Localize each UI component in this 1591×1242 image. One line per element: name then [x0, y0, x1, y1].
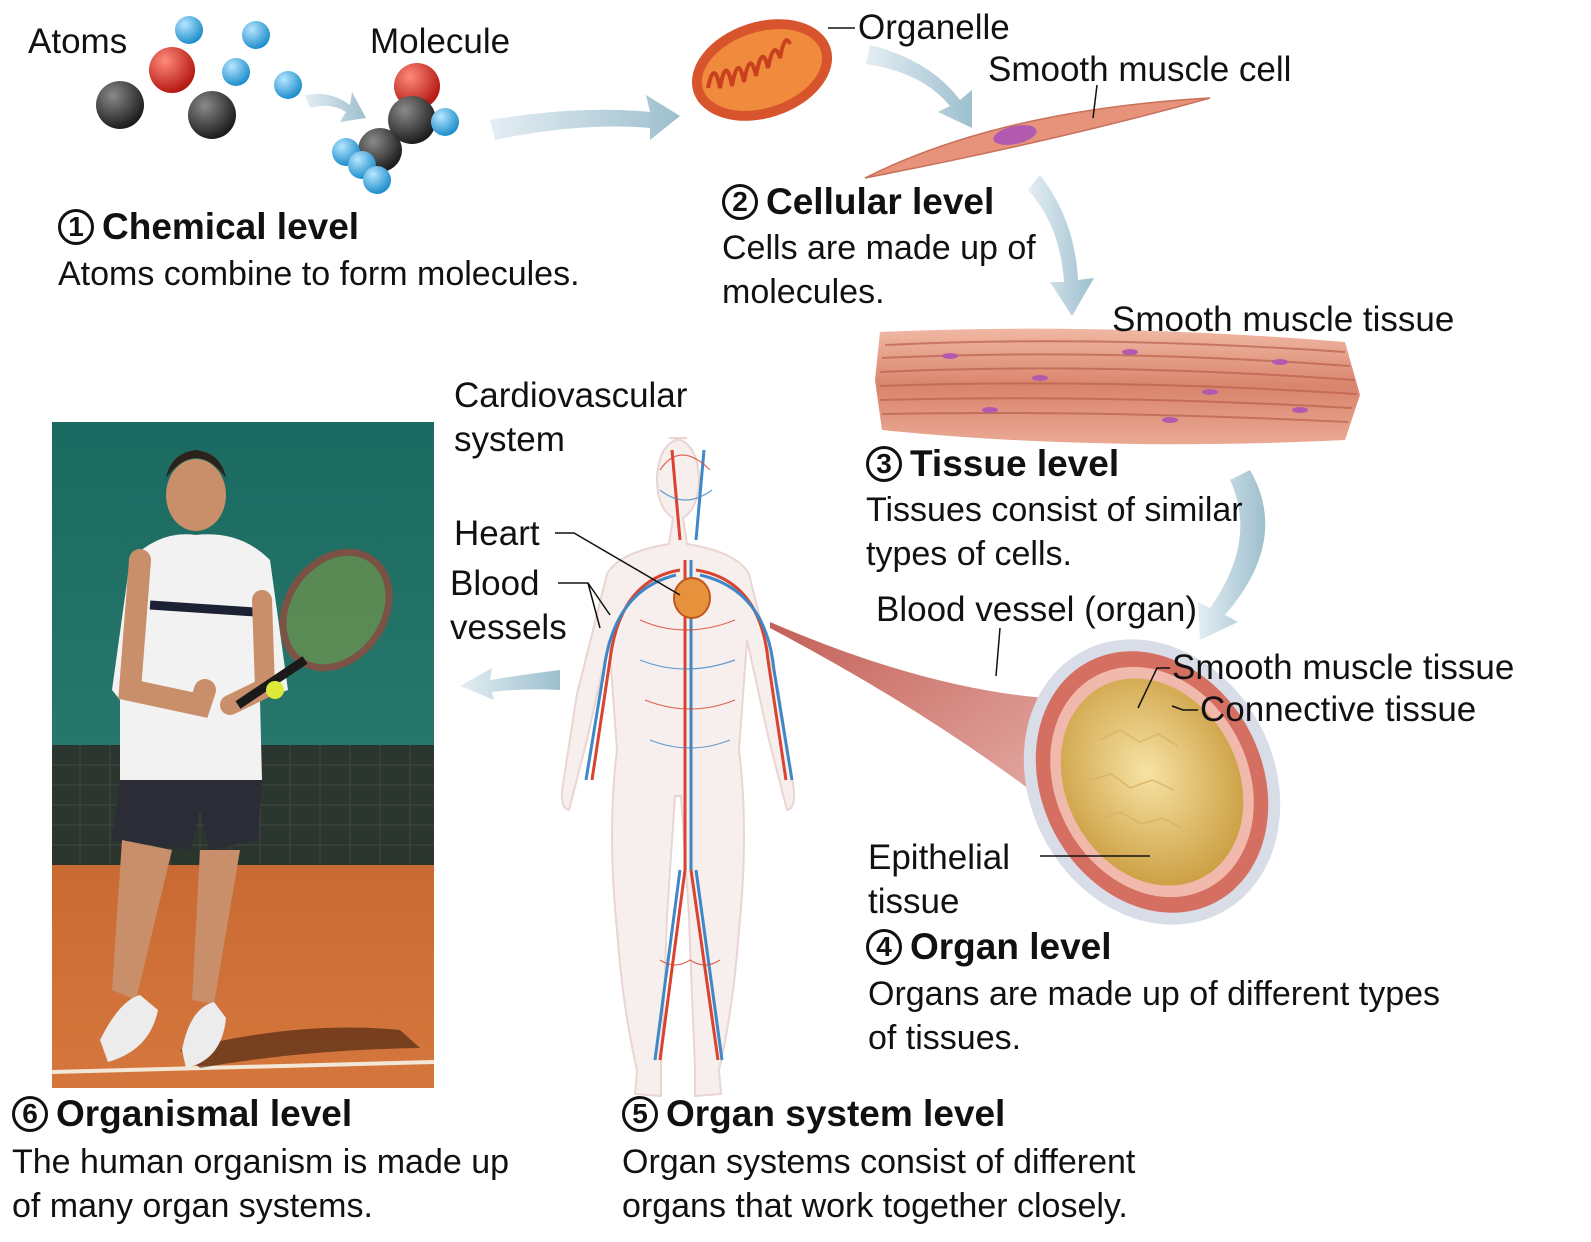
- organ-system-level-title: Organ system level: [666, 1092, 1005, 1136]
- arrow-system-to-organism: [460, 668, 560, 700]
- epithelial-tissue-label: Epithelial tissue: [868, 838, 1010, 922]
- cellular-level-heading: 2 Cellular level: [722, 180, 994, 224]
- heart-label: Heart: [454, 514, 540, 554]
- level-number-1: 1: [58, 209, 94, 245]
- organelle-label: Organelle: [858, 8, 1010, 48]
- smooth-muscle-cell-label: Smooth muscle cell: [988, 50, 1291, 90]
- blood-vessel-organ-label: Blood vessel (organ): [876, 590, 1197, 630]
- mitochondrion-illustration: [679, 2, 855, 138]
- molecule-label: Molecule: [370, 22, 510, 62]
- blood-vessels-line-1: Blood: [450, 564, 567, 604]
- cardiovascular-figure: [555, 438, 794, 1096]
- organ-level-heading: 4 Organ level: [866, 925, 1112, 969]
- level-number-3: 3: [866, 446, 902, 482]
- level-number-4: 4: [866, 929, 902, 965]
- chemical-level-title: Chemical level: [102, 205, 359, 249]
- organ-system-level-heading: 5 Organ system level: [622, 1092, 1005, 1136]
- blood-vessels-label: Blood vessels: [450, 564, 567, 648]
- cellular-description-line-2: molecules.: [722, 270, 1036, 314]
- blood-vessels-line-2: vessels: [450, 608, 567, 648]
- organ-system-level-description: Organ systems consist of different organ…: [622, 1140, 1135, 1228]
- arrow-atoms-to-molecule: [305, 92, 366, 122]
- level-number-6: 6: [12, 1096, 48, 1132]
- level-number-5: 5: [622, 1096, 658, 1132]
- epithelial-tissue-line-2: tissue: [868, 882, 1010, 922]
- tissue-level-description: Tissues consist of similar types of cell…: [866, 488, 1243, 576]
- smooth-muscle-cell-illustration: [865, 85, 1210, 178]
- smooth-muscle-tissue-label: Smooth muscle tissue: [1112, 300, 1454, 340]
- smooth-muscle-tissue-layer-label: Smooth muscle tissue: [1172, 648, 1514, 688]
- cardiovascular-line-1: Cardiovascular: [454, 376, 687, 416]
- tissue-level-heading: 3 Tissue level: [866, 442, 1119, 486]
- arrow-organelle-to-cell: [866, 45, 972, 128]
- cellular-level-title: Cellular level: [766, 180, 994, 224]
- smooth-muscle-tissue-illustration: [875, 329, 1360, 445]
- cardiovascular-system-label: Cardiovascular system: [454, 376, 687, 460]
- epithelial-tissue-line-1: Epithelial: [868, 838, 1010, 878]
- organismal-level-heading: 6 Organismal level: [12, 1092, 352, 1136]
- tissue-description-line-1: Tissues consist of similar: [866, 488, 1243, 532]
- chemical-level-description: Atoms combine to form molecules.: [58, 252, 580, 296]
- tissue-description-line-2: types of cells.: [866, 532, 1243, 576]
- organismal-description-line-1: The human organism is made up: [12, 1140, 509, 1184]
- organismal-level-title: Organismal level: [56, 1092, 352, 1136]
- cardiovascular-line-2: system: [454, 420, 687, 460]
- chemical-level-heading: 1 Chemical level: [58, 205, 359, 249]
- tennis-player-photo: [52, 422, 434, 1088]
- level-number-2: 2: [722, 184, 758, 220]
- organ-description-line-1: Organs are made up of different types: [868, 972, 1440, 1016]
- organ-level-title: Organ level: [910, 925, 1112, 969]
- tissue-level-title: Tissue level: [910, 442, 1119, 486]
- arrow-cell-to-tissue: [1028, 175, 1094, 316]
- connective-tissue-label: Connective tissue: [1200, 690, 1476, 730]
- molecule-illustration: [332, 63, 459, 194]
- organ-level-description: Organs are made up of different types of…: [868, 972, 1440, 1060]
- organ-description-line-2: of tissues.: [868, 1016, 1440, 1060]
- organ-system-description-line-2: organs that work together closely.: [622, 1184, 1135, 1228]
- organismal-description-line-2: of many organ systems.: [12, 1184, 509, 1228]
- cellular-level-description: Cells are made up of molecules.: [722, 226, 1036, 314]
- organ-system-description-line-1: Organ systems consist of different: [622, 1140, 1135, 1184]
- arrow-molecule-to-organelle: [490, 95, 680, 140]
- organismal-level-description: The human organism is made up of many or…: [12, 1140, 509, 1228]
- cellular-description-line-1: Cells are made up of: [722, 226, 1036, 270]
- atoms-label: Atoms: [28, 22, 127, 62]
